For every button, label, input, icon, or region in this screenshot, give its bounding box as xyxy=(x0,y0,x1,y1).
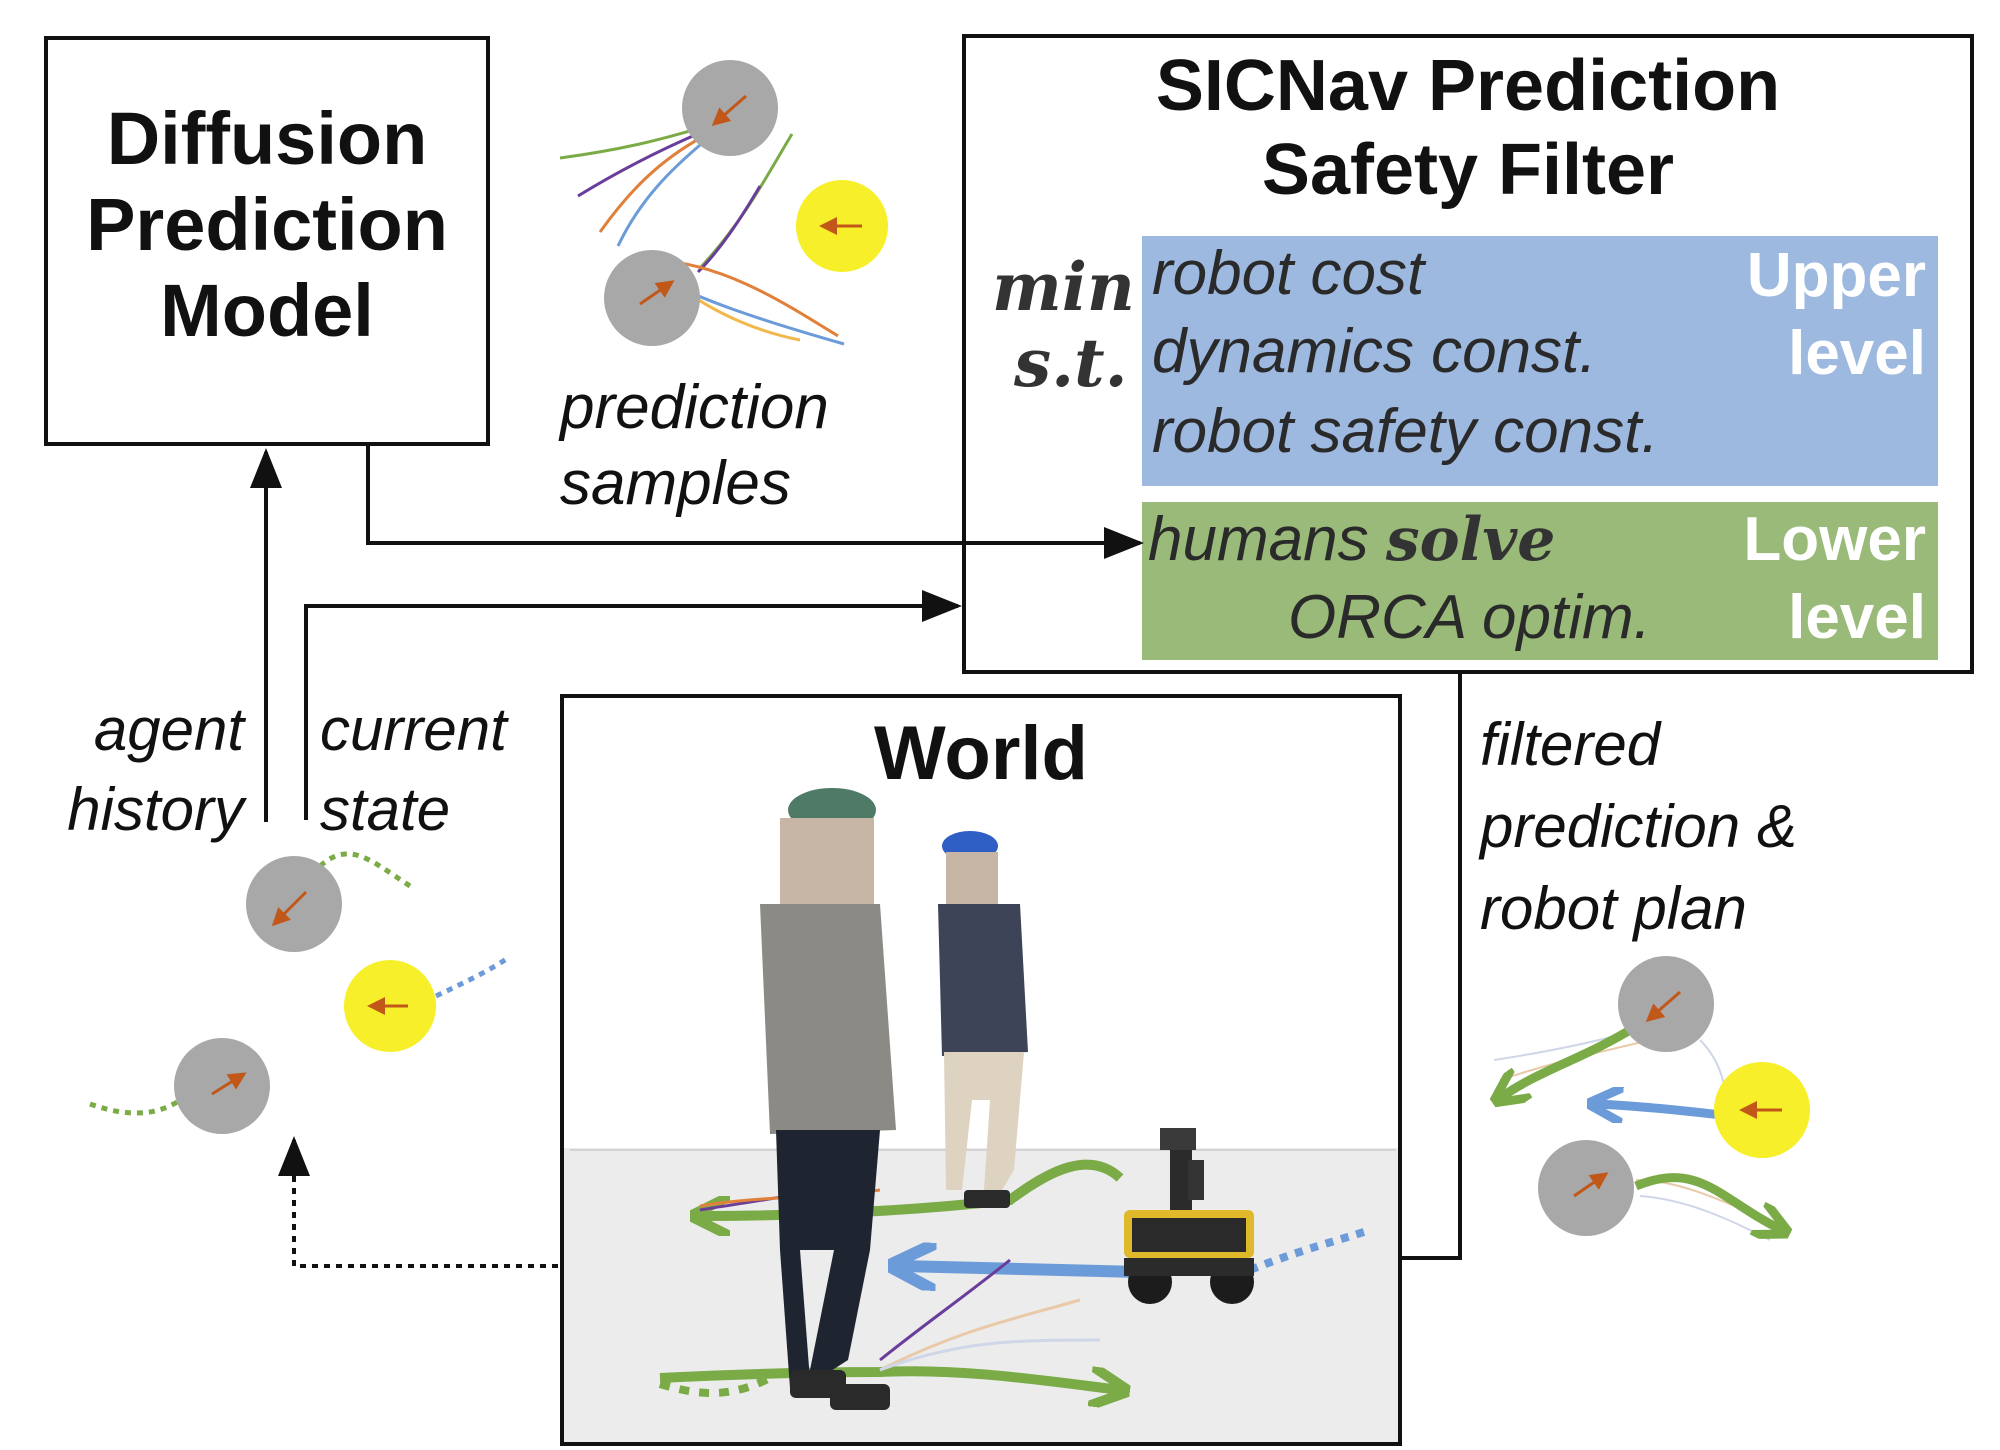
diffusion-model-box: Diffusion Prediction Model xyxy=(44,36,490,446)
filtered-label: filtered prediction & robot plan xyxy=(1480,704,1797,950)
diffusion-title-line: Diffusion xyxy=(106,97,428,180)
diffusion-model-title: Diffusion Prediction Model xyxy=(48,96,486,354)
upper-level-tag: level xyxy=(1788,319,1926,388)
upper-level-tag: Upper xyxy=(1746,241,1926,310)
filtered-line: robot plan xyxy=(1480,875,1747,942)
min-label: min xyxy=(992,248,1135,326)
current-state-graphic xyxy=(89,851,510,1134)
prediction-samples-line: samples xyxy=(560,449,791,518)
current-state-line: current xyxy=(320,696,507,763)
human-agent-icon xyxy=(604,250,700,346)
filtered-line: filtered xyxy=(1480,711,1661,778)
sicnav-title-line: Safety Filter xyxy=(1261,130,1675,210)
sicnav-title: SICNav Prediction Safety Filter xyxy=(966,44,1970,212)
lower-level-panel: humans solve ORCA optim. Lower level xyxy=(1142,502,1938,660)
lower-level-tag: level xyxy=(1788,583,1926,652)
floor-green-path-2 xyxy=(659,1366,1120,1390)
current-state-line: state xyxy=(320,776,451,843)
person-front xyxy=(760,788,896,1410)
robot-jackal xyxy=(1124,1128,1254,1304)
filtered-line: prediction & xyxy=(1480,793,1797,860)
filtered-prediction-graphic xyxy=(1494,956,1810,1241)
lower-line: ORCA optim. xyxy=(1288,583,1651,652)
world-feedback-arrow xyxy=(278,1136,558,1268)
floor-blue-path xyxy=(900,1266,1141,1272)
upper-line: robot cost xyxy=(1152,239,1425,308)
agent-history-line: history xyxy=(67,776,244,843)
human-agent-icon xyxy=(682,60,778,156)
solve-text: solve xyxy=(1385,505,1556,575)
current-state-arrow xyxy=(304,590,962,820)
sicnav-filter-box: SICNav Prediction Safety Filter min s.t.… xyxy=(962,34,1974,674)
world-scene-graphic xyxy=(564,788,1398,1442)
sicnav-title-line: SICNav Prediction xyxy=(1155,46,1781,126)
lower-level-tag: Lower xyxy=(1743,505,1926,574)
upper-line: dynamics const. xyxy=(1152,317,1597,386)
diffusion-title-line: Prediction xyxy=(86,183,448,266)
prediction-samples-graphic xyxy=(559,60,888,346)
current-state-label: current state xyxy=(320,690,507,850)
prediction-samples-line: prediction xyxy=(560,373,829,442)
prediction-samples-label: prediction samples xyxy=(560,370,829,522)
agent-history-label: agent history xyxy=(38,690,244,850)
st-label: s.t. xyxy=(1014,324,1128,402)
diffusion-title-line: Model xyxy=(160,269,374,352)
lower-line: humans solve xyxy=(1148,504,1555,575)
agent-history-line: agent xyxy=(93,696,244,763)
diffusion-to-sicnav-arrow xyxy=(366,446,1144,559)
upper-line: robot safety const. xyxy=(1152,397,1659,466)
humans-text: humans xyxy=(1148,505,1369,574)
world-title: World xyxy=(874,711,1088,796)
person-back xyxy=(938,831,1028,1208)
upper-level-panel: robot cost dynamics const. robot safety … xyxy=(1142,236,1938,486)
